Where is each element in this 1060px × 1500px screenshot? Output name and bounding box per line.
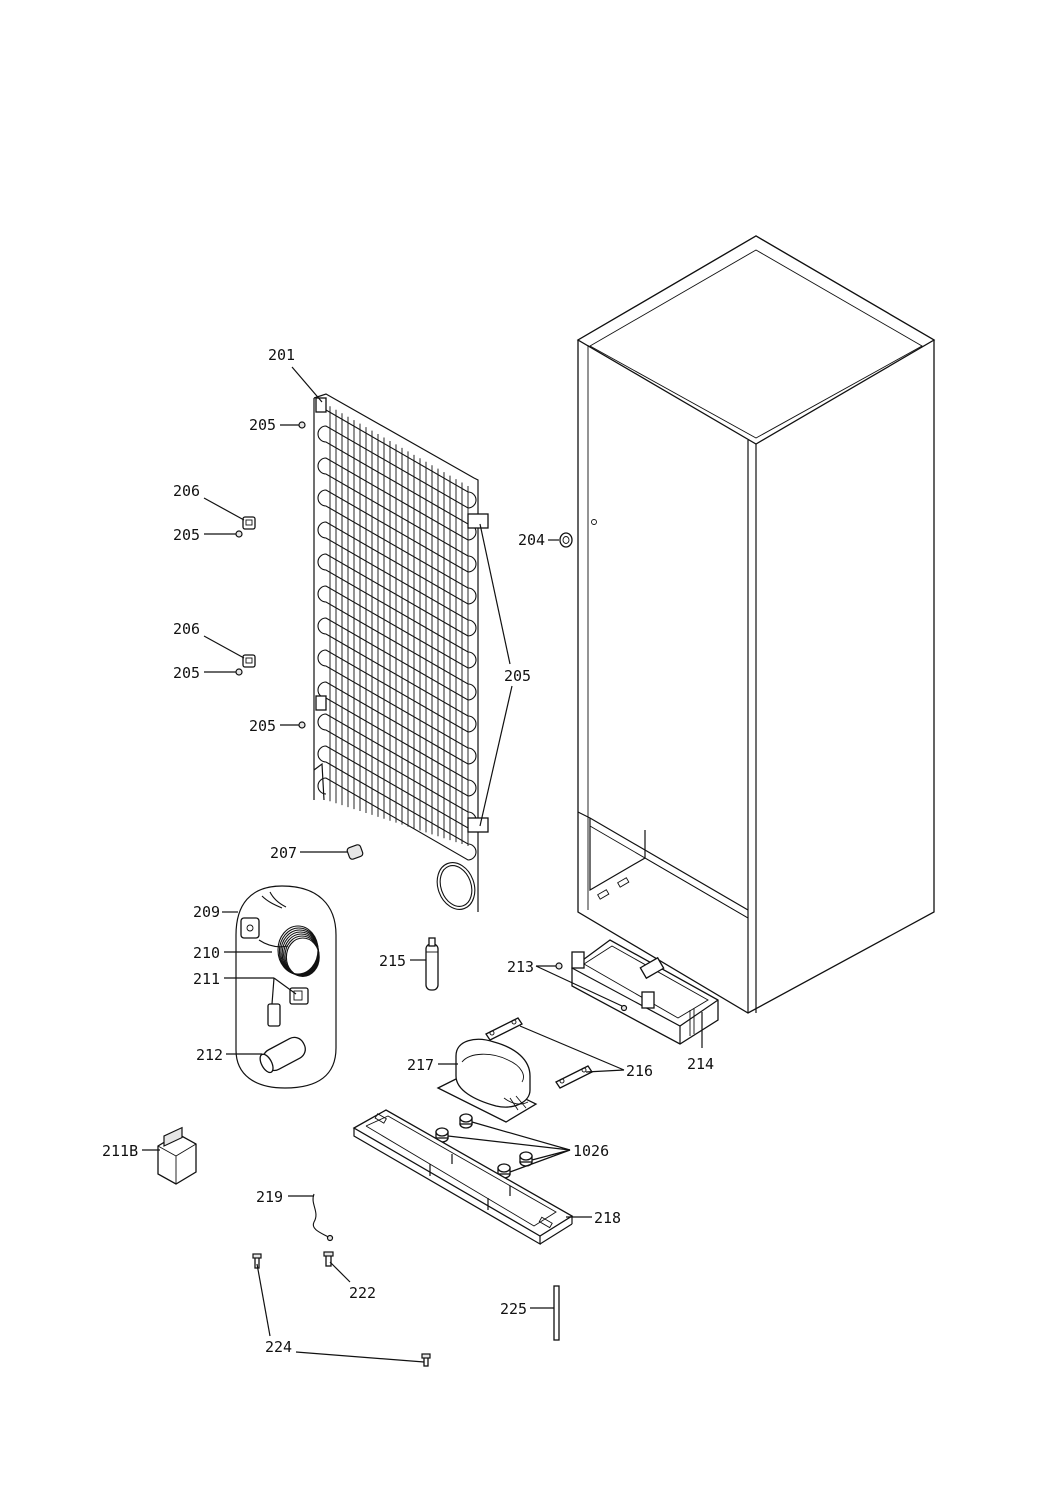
- label-218: 218: [594, 1209, 621, 1227]
- label-214: 214: [687, 1055, 714, 1073]
- compressor-217: [436, 1038, 538, 1123]
- label-211: 211: [193, 970, 220, 988]
- screw-224-a: [252, 1253, 262, 1269]
- filter-drier-215: [425, 937, 439, 991]
- label-222: 222: [349, 1284, 376, 1302]
- label-205-right: 205: [504, 667, 531, 685]
- base-plate-218: [352, 1109, 574, 1246]
- label-212: 212: [196, 1046, 223, 1064]
- bracket-216-b: [555, 1065, 593, 1089]
- label-216: 216: [626, 1062, 653, 1080]
- label-219: 219: [256, 1188, 283, 1206]
- electrical-kit-209-212: [235, 885, 337, 1089]
- label-205-top: 205: [249, 416, 276, 434]
- label-217: 217: [407, 1056, 434, 1074]
- drip-tray-214: [571, 939, 719, 1045]
- label-211b: 211B: [102, 1142, 138, 1160]
- clamp-207: [346, 844, 364, 860]
- label-224: 224: [265, 1338, 292, 1356]
- label-210: 210: [193, 944, 220, 962]
- label-209: 209: [193, 903, 220, 921]
- label-215: 215: [379, 952, 406, 970]
- refrigerator-cabinet: [576, 235, 936, 1014]
- label-213: 213: [507, 958, 534, 976]
- power-cord-coil-loop: [285, 937, 320, 977]
- screw-222: [323, 1251, 334, 1267]
- label-204: 204: [518, 531, 545, 549]
- relay-211b: [157, 1126, 197, 1185]
- screw-205-d: [298, 721, 306, 729]
- condenser-201: [313, 393, 489, 912]
- screw-205-c: [235, 668, 243, 676]
- label-206-lower: 206: [173, 620, 200, 638]
- screw-205-a: [298, 421, 306, 429]
- earth-wire-219: [312, 1193, 334, 1242]
- label-225: 225: [500, 1300, 527, 1318]
- label-1026: 1026: [573, 1142, 609, 1160]
- screw-224-b: [421, 1353, 431, 1367]
- clip-206-b: [242, 654, 256, 668]
- tube-225: [553, 1285, 560, 1341]
- label-205-lower: 205: [173, 664, 200, 682]
- label-205-bottom: 205: [249, 717, 276, 735]
- label-205-upper: 205: [173, 526, 200, 544]
- leader-lines: [142, 366, 703, 1363]
- bracket-216-a: [485, 1017, 523, 1041]
- part-labels: 201 205 206 205 206 205 205 204 205 207 …: [102, 346, 714, 1356]
- screw-205-b: [235, 530, 243, 538]
- label-201: 201: [268, 346, 295, 364]
- clip-206-a: [242, 516, 256, 530]
- grommet-204: [559, 532, 573, 548]
- label-206-upper: 206: [173, 482, 200, 500]
- label-207: 207: [270, 844, 297, 862]
